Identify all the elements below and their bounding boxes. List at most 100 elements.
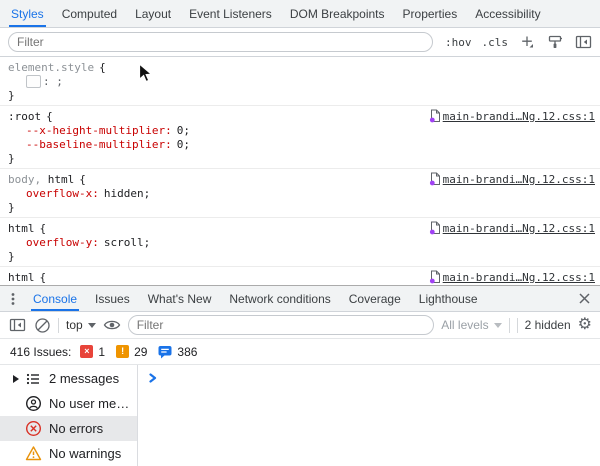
close-brace: } <box>8 200 15 214</box>
drawer-tab-network-conditions[interactable]: Network conditions <box>229 291 331 306</box>
tab-properties[interactable]: Properties <box>402 6 458 21</box>
console-toolbar: top All levels 2 hidden ⚙ <box>0 312 600 339</box>
drawer-close-button[interactable] <box>572 286 596 311</box>
css-declaration[interactable]: --baseline-multiplier: 0; <box>0 137 600 151</box>
css-declaration[interactable]: overflow-x: hidden; <box>0 186 600 200</box>
close-brace: } <box>8 249 15 263</box>
rule-html-scroll[interactable]: html { main-brandi…Ng.12.css:1 overflow-… <box>0 218 600 267</box>
stylesheet-file-icon <box>429 221 440 235</box>
log-levels-label: All levels <box>441 318 489 332</box>
tab-styles[interactable]: Styles <box>2 0 53 27</box>
stylesheet-file-icon <box>429 270 440 284</box>
console-prompt-chevron-icon[interactable] <box>147 371 159 389</box>
tab-event-listeners[interactable]: Event Listeners <box>189 6 272 21</box>
tab-layout[interactable]: Layout <box>135 6 172 21</box>
clear-console-button[interactable] <box>33 316 51 334</box>
new-style-rule-button[interactable] <box>518 33 536 51</box>
plus-icon <box>522 36 533 48</box>
toggle-element-classes-button[interactable]: .cls <box>481 35 509 49</box>
styles-tabbar: Styles Computed Layout Event Listeners D… <box>0 0 600 28</box>
drawer-tab-issues[interactable]: Issues <box>95 291 130 306</box>
execution-context-selector[interactable]: top <box>66 318 96 332</box>
close-brace: } <box>8 151 15 165</box>
stylesheet-source-link[interactable]: main-brandi…Ng.12.css:1 <box>442 221 595 235</box>
tab-dom-breakpoints[interactable]: DOM Breakpoints <box>289 6 385 21</box>
log-levels-selector[interactable]: All levels <box>441 318 502 332</box>
drawer-menu-button[interactable] <box>2 286 24 311</box>
sidebar-item-all-messages[interactable]: 2 messages <box>0 366 137 391</box>
sidebar-item-errors[interactable]: No errors <box>0 416 137 441</box>
info-bubble-icon <box>158 345 172 358</box>
rule-selector: html <box>8 270 35 284</box>
stylesheet-file-icon <box>429 109 440 123</box>
property-name: --x-height-multiplier: <box>26 123 172 137</box>
drawer-tab-lighthouse[interactable]: Lighthouse <box>418 291 478 306</box>
rule-element-style[interactable]: element.style { : ; } <box>0 57 600 106</box>
toggle-pseudo-state-button[interactable]: :hov <box>445 35 472 49</box>
rule-body-html[interactable]: body, html { main-brandi…Ng.12.css:1 ove… <box>0 169 600 218</box>
property-value: scroll; <box>103 235 151 249</box>
sidebar-item-label: 2 messages <box>49 371 120 386</box>
info-count: 386 <box>177 344 198 359</box>
issues-count-label: 416 Issues: <box>10 344 72 359</box>
console-body: 2 messages No user me… <box>0 365 600 466</box>
toolbar-separator <box>508 317 510 333</box>
toolbar-separator <box>58 317 59 333</box>
panel-left-icon <box>9 318 25 332</box>
expand-caret[interactable] <box>8 374 24 383</box>
console-output-area[interactable] <box>138 365 600 466</box>
property-name: overflow-y: <box>26 235 99 249</box>
error-circle-icon <box>25 420 41 437</box>
stylesheet-source-link[interactable]: main-brandi…Ng.12.css:1 <box>442 172 595 186</box>
sidebar-item-label: No warnings <box>49 446 122 461</box>
property-name: --baseline-multiplier: <box>26 137 172 151</box>
panel-left-icon <box>575 35 591 49</box>
styles-filter-input[interactable] <box>8 32 433 52</box>
rule-selector: html <box>8 221 35 235</box>
drawer-tab-coverage[interactable]: Coverage <box>348 291 401 306</box>
message-list-icon <box>26 373 39 384</box>
editor-placeholder-text: : ; <box>43 74 63 88</box>
css-declaration[interactable]: overflow-y: scroll; <box>0 235 600 249</box>
console-settings-button[interactable]: ⚙ <box>577 316 592 333</box>
property-value: 0; <box>176 137 190 151</box>
eye-icon <box>103 320 120 330</box>
sidebar-item-label: No user me… <box>49 396 130 411</box>
open-brace: { <box>46 109 53 123</box>
create-live-expression-button[interactable] <box>103 316 121 334</box>
caret-right-icon <box>13 374 19 383</box>
stylesheet-source-link[interactable]: main-brandi…Ng.12.css:1 <box>442 109 595 123</box>
warning-triangle-icon <box>25 446 41 461</box>
stylesheet-source-link[interactable]: main-brandi…Ng.12.css:1 <box>442 270 595 284</box>
open-brace: { <box>79 172 86 186</box>
css-declaration[interactable]: --x-height-multiplier: 0; <box>0 123 600 137</box>
drawer-tab-console[interactable]: Console <box>24 286 86 311</box>
console-drawer: Console Issues What's New Network condit… <box>0 285 600 466</box>
sidebar-item-warnings[interactable]: No warnings <box>0 441 137 466</box>
toggle-console-sidebar-button[interactable] <box>8 316 26 334</box>
close-brace: } <box>8 88 15 102</box>
console-sidebar: 2 messages No user me… <box>0 365 138 466</box>
tab-computed[interactable]: Computed <box>61 6 118 21</box>
rule-selector: html <box>47 172 75 186</box>
user-icon <box>25 395 41 412</box>
inline-property-editor[interactable] <box>26 74 41 88</box>
rendering-emulations-button[interactable] <box>546 33 564 51</box>
tab-accessibility[interactable]: Accessibility <box>475 6 541 21</box>
open-brace: { <box>99 60 106 74</box>
console-filter-input[interactable] <box>127 315 435 335</box>
toggle-styles-sidebar-button[interactable] <box>574 33 592 51</box>
open-brace: { <box>39 221 47 235</box>
error-badge-icon: × <box>80 345 94 358</box>
rule-html-partial[interactable]: html { main-brandi…Ng.12.css:1 <box>0 267 600 285</box>
circle-slash-icon <box>34 317 50 333</box>
property-value: 0; <box>176 123 190 137</box>
error-count: 1 <box>98 344 106 359</box>
drawer-tab-whats-new[interactable]: What's New <box>147 291 212 306</box>
issues-status-bar[interactable]: 416 Issues: × 1 ! 29 386 <box>0 339 600 365</box>
warning-count: 29 <box>134 344 148 359</box>
rule-root[interactable]: :root { main-brandi…Ng.12.css:1 --x-heig… <box>0 106 600 169</box>
sidebar-item-user-messages[interactable]: No user me… <box>0 391 137 416</box>
rule-selector-unmatched: body, <box>8 172 48 186</box>
